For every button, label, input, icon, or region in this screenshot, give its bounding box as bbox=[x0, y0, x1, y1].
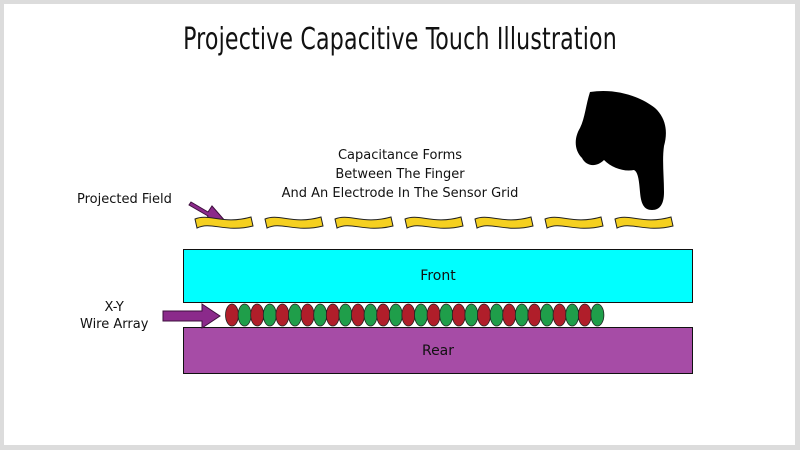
caption-line-3: And An Electrode In The Sensor Grid bbox=[281, 186, 519, 201]
field-segment bbox=[264, 216, 324, 229]
wire-electrode bbox=[225, 303, 239, 327]
wire-electrode bbox=[414, 303, 428, 327]
field-segment bbox=[334, 216, 394, 229]
wire-electrode bbox=[502, 303, 517, 327]
field-segment bbox=[194, 216, 254, 229]
front-layer-label: Front bbox=[420, 268, 456, 284]
wire-electrode bbox=[514, 303, 529, 327]
wire-electrode bbox=[527, 303, 542, 327]
capacitance-caption: Capacitance Forms Between The Finger And… bbox=[250, 146, 550, 203]
wire-electrode bbox=[489, 303, 504, 327]
wire-electrode bbox=[464, 303, 479, 327]
wire-electrode bbox=[338, 303, 353, 327]
wire-electrode bbox=[565, 303, 580, 327]
projected-field-segments bbox=[194, 216, 674, 229]
wire-electrode bbox=[300, 303, 315, 327]
field-segment bbox=[544, 216, 604, 229]
wire-array-label: X-Y Wire Array bbox=[80, 299, 148, 333]
wire-electrode bbox=[275, 303, 290, 327]
wire-electrode bbox=[237, 303, 252, 327]
wire-electrode bbox=[439, 303, 454, 327]
pointing-finger-icon bbox=[575, 90, 666, 210]
page-title: Projective Capacitive Touch Illustration bbox=[183, 22, 617, 57]
wire-electrode bbox=[351, 303, 365, 327]
wire-electrode bbox=[401, 303, 416, 327]
wire-array-label-line-2: Wire Array bbox=[80, 317, 149, 332]
field-segment bbox=[614, 216, 674, 229]
wire-electrode bbox=[451, 303, 466, 327]
wire-electrode bbox=[577, 303, 592, 327]
wire-electrode bbox=[313, 303, 328, 327]
wire-electrode bbox=[540, 303, 554, 327]
field-segment bbox=[474, 216, 534, 229]
wire-electrode bbox=[325, 303, 340, 327]
wire-array-label-line-1: X-Y bbox=[104, 300, 124, 315]
wire-electrode bbox=[288, 303, 302, 327]
rear-layer: Rear bbox=[183, 327, 693, 374]
field-segment bbox=[404, 216, 464, 229]
caption-line-2: Between The Finger bbox=[335, 167, 465, 182]
wire-electrode bbox=[376, 303, 391, 327]
wire-electrode bbox=[250, 303, 265, 327]
front-layer: Front bbox=[183, 249, 693, 303]
caption-line-1: Capacitance Forms bbox=[337, 148, 463, 163]
wire-electrode bbox=[388, 303, 403, 327]
wire-electrode bbox=[477, 303, 491, 327]
xy-wire-array bbox=[225, 303, 605, 327]
projected-field-label: Projected Field bbox=[77, 192, 172, 207]
wire-electrode bbox=[262, 303, 277, 327]
rear-layer-label: Rear bbox=[421, 342, 455, 359]
wire-array-arrow-icon bbox=[162, 303, 221, 329]
wire-electrode bbox=[590, 303, 605, 327]
wire-electrode bbox=[363, 303, 378, 327]
wire-electrode bbox=[426, 303, 441, 327]
wire-electrode bbox=[552, 303, 567, 327]
